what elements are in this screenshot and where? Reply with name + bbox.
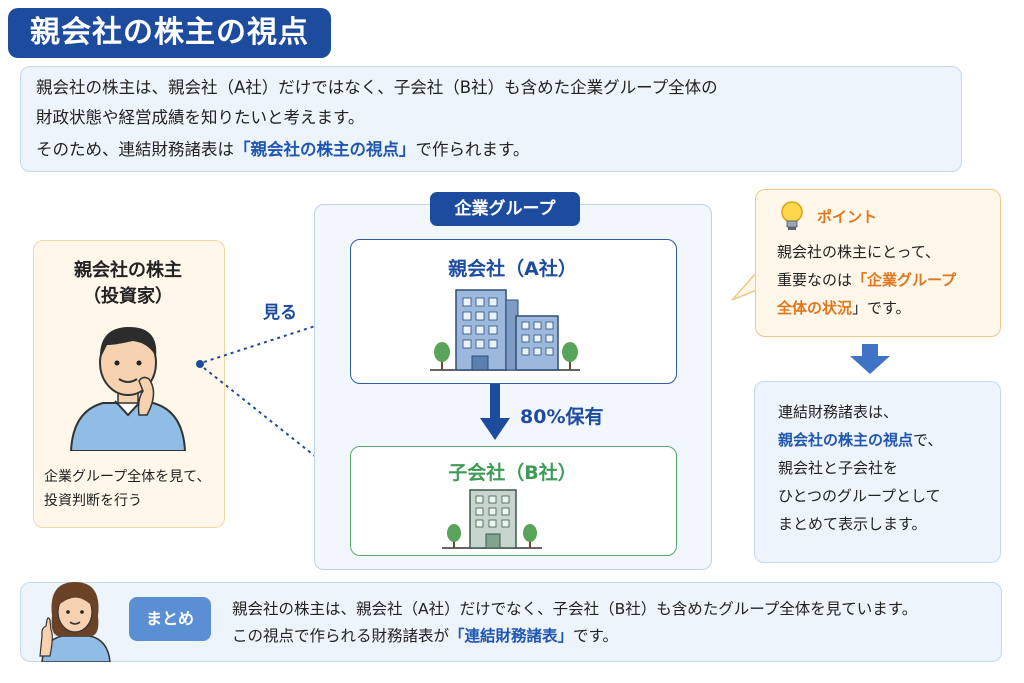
shareholder-title: 親会社の株主 — [74, 260, 182, 281]
point-line-1: 親会社の株主にとって、 — [777, 243, 941, 261]
ownership-label: 80%保有 — [520, 406, 604, 428]
parent-building-icon — [430, 289, 580, 371]
explain-card — [754, 381, 1001, 563]
point-line-3: 全体の状況」です。 — [777, 296, 911, 320]
view-origin-dot — [196, 360, 204, 368]
ownership-arrow-icon — [480, 384, 510, 440]
intro-line-1: 親会社の株主は、親会社（A社）だけではなく、子会社（B社）も含めた企業グループ全… — [36, 78, 718, 97]
shareholder-desc-1: 企業グループ全体を見て、 — [44, 469, 211, 485]
intro-line-3-after: で作られます。 — [415, 140, 530, 159]
point-line-2-before: 重要なのは — [777, 271, 853, 289]
lightbulb-icon — [781, 201, 803, 230]
down-arrow-icon — [850, 344, 890, 374]
point-highlight-1: 「企業グループ — [852, 271, 957, 289]
summary-highlight: 「連結財務諸表」 — [449, 627, 574, 645]
explain-line-5: まとめて表示します。 — [778, 515, 927, 533]
point-line-2: 重要なのは「企業グループ — [777, 268, 956, 292]
explain-line-1: 連結財務諸表は、 — [778, 403, 899, 421]
parent-company-label: 親会社（A社） — [448, 258, 577, 280]
child-building-icon — [442, 489, 542, 549]
shareholder-desc-2: 投資判断を行う — [44, 493, 142, 509]
investor-man-icon — [69, 327, 187, 451]
summary-line-2-after: です。 — [573, 627, 618, 645]
point-line-3-after: 」です。 — [852, 299, 911, 317]
explain-line-2-after: で、 — [913, 431, 943, 449]
intro-line-3-before: そのため、連結財務諸表は — [36, 140, 234, 159]
view-label: 見る — [263, 303, 297, 323]
intro-panel — [20, 66, 962, 172]
intro-highlight: 「親会社の株主の視点」 — [234, 140, 416, 159]
summary-line-1: 親会社の株主は、親会社（A社）だけでなく、子会社（B社）も含めたグループ全体を見… — [232, 600, 918, 618]
shareholder-subtitle: （投資家） — [83, 286, 173, 307]
point-title: ポイント — [817, 208, 878, 226]
summary-tag: まとめ — [129, 597, 211, 641]
explain-line-4: ひとつのグループとして — [778, 487, 941, 505]
child-company-label: 子会社（B社） — [448, 462, 577, 484]
explain-line-2: 親会社の株主の視点で、 — [778, 428, 942, 452]
teacher-woman-icon — [39, 582, 111, 662]
group-label: 企業グループ — [430, 192, 580, 226]
explain-line-3: 親会社と子会社を — [778, 459, 899, 477]
summary-line-2: この視点で作られる財務諸表が「連結財務諸表」です。 — [232, 624, 618, 648]
page-title: 親会社の株主の視点 — [8, 8, 331, 58]
point-highlight-2: 全体の状況 — [777, 299, 853, 317]
intro-line-3: そのため、連結財務諸表は「親会社の株主の視点」で作られます。 — [36, 138, 529, 162]
view-arrow-to-child — [203, 367, 344, 479]
explain-highlight: 親会社の株主の視点 — [778, 431, 914, 449]
intro-line-2: 財政状態や経営成績を知りたいと考えます。 — [36, 108, 365, 127]
summary-line-2-before: この視点で作られる財務諸表が — [232, 627, 450, 645]
